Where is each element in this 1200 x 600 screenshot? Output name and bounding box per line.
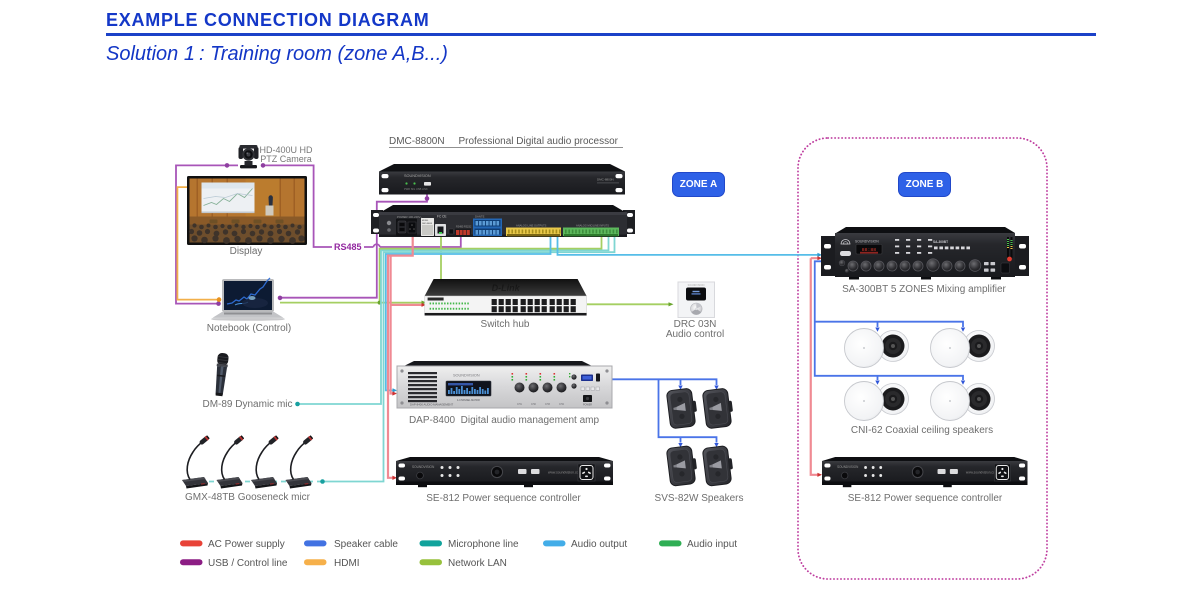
svg-text:SOUNDVISION: SOUNDVISION — [453, 374, 480, 378]
svg-text:HDMI: HDMI — [334, 558, 360, 569]
svg-text:RS485 RS232: RS485 RS232 — [456, 226, 472, 229]
svg-text:CH3: CH3 — [545, 403, 550, 406]
svg-text:POWER: POWER — [583, 404, 592, 407]
svg-text:PWR SIG USB LINK: PWR SIG USB LINK — [404, 187, 428, 191]
svg-text:DAP-8400 AUDIO MANAGEMENT: DAP-8400 AUDIO MANAGEMENT — [410, 403, 453, 407]
svg-text:DANTE: DANTE — [475, 215, 485, 219]
svg-text:88:88: 88:88 — [862, 247, 877, 253]
svg-text:SOUNDVISION: SOUNDVISION — [404, 174, 431, 178]
svg-text:AC Power supply: AC Power supply — [208, 539, 285, 550]
svg-text:SOUNDVISION: SOUNDVISION — [855, 240, 879, 244]
svg-text:CH1: CH1 — [517, 403, 522, 406]
svg-text:Audio input: Audio input — [687, 539, 737, 550]
svg-text:USB / Control line: USB / Control line — [208, 558, 288, 569]
svg-text:POWER 100-240V~: POWER 100-240V~ — [397, 215, 422, 219]
svg-text:SA-300BT: SA-300BT — [933, 240, 948, 244]
svg-text:ANALOG LINE OUTPUTS: ANALOG LINE OUTPUTS — [516, 224, 547, 228]
svg-text:MODEL: MODEL — [422, 220, 428, 222]
svg-text:Network LAN: Network LAN — [448, 558, 507, 569]
svg-text:CH4: CH4 — [559, 403, 564, 406]
svg-text:4-CHANNEL MATRIX: 4-CHANNEL MATRIX — [457, 399, 480, 402]
svg-text:FC CE: FC CE — [437, 215, 447, 219]
svg-text:DMC-8800N: DMC-8800N — [597, 178, 614, 182]
svg-text:Audio output: Audio output — [571, 539, 627, 550]
svg-text:Microphone line: Microphone line — [448, 539, 519, 550]
svg-text:CH2: CH2 — [531, 403, 536, 406]
svg-text:ANALOG MIC/LINE INPUTS: ANALOG MIC/LINE INPUTS — [576, 224, 609, 228]
svg-text:D-Link: D-Link — [492, 283, 521, 293]
svg-text:Speaker cable: Speaker cable — [334, 539, 398, 550]
svg-text:SOUNDVISION: SOUNDVISION — [688, 284, 705, 287]
svg-text:DMC-8800N: DMC-8800N — [422, 223, 433, 225]
